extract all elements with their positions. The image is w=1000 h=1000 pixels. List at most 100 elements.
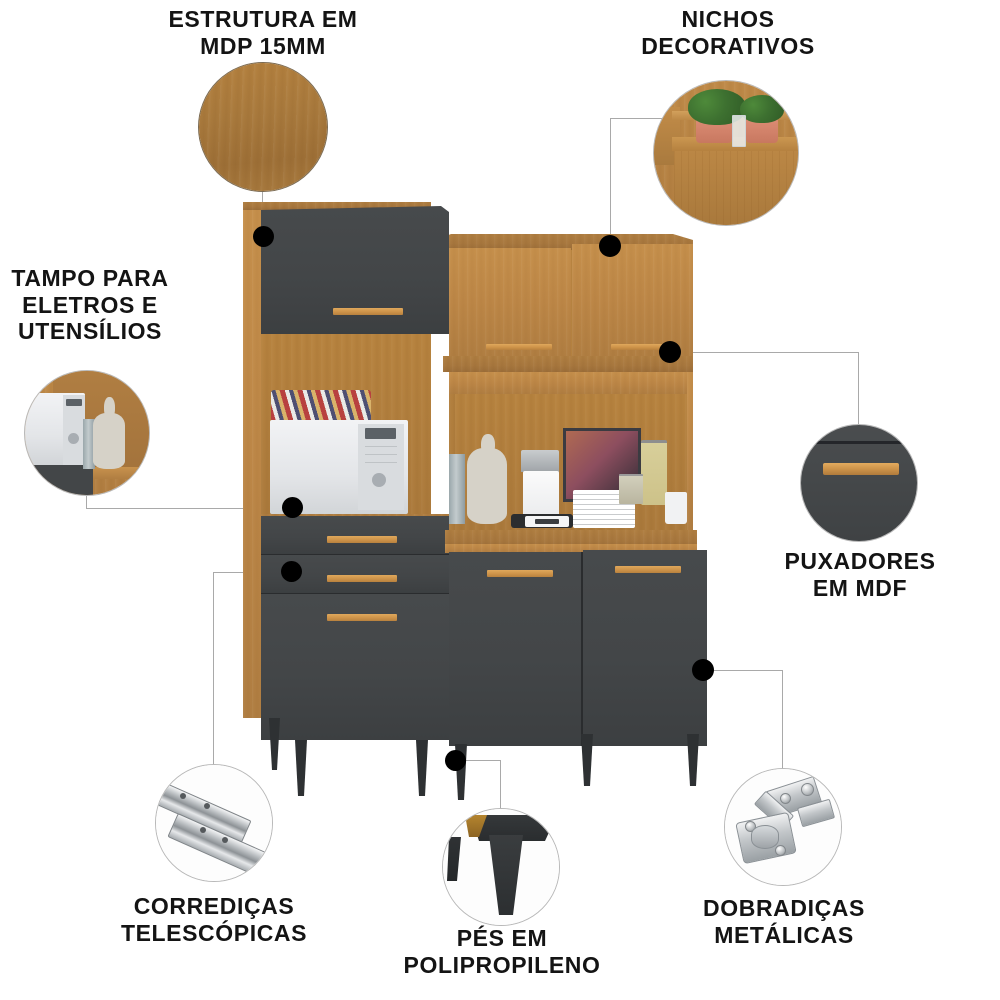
- connector-puxadores-v: [858, 352, 859, 426]
- dot-nichos: [599, 235, 621, 257]
- callout-circle-tampo: [24, 370, 150, 496]
- label-pes: PÉS EM POLIPROPILENO: [403, 925, 601, 978]
- tampo-cutting-board-icon: [93, 413, 125, 469]
- cutting-board-icon: [467, 448, 507, 524]
- hinge-screw-1: [801, 783, 814, 796]
- leg-secondary: [447, 837, 461, 881]
- lower-center-door-handle[interactable]: [487, 570, 553, 577]
- tampo-dark-base: [33, 465, 93, 495]
- callout-circle-pes: [442, 808, 560, 926]
- connector-puxadores-h: [670, 352, 858, 353]
- label-estrutura: ESTRUTURA EM MDP 15MM: [168, 6, 358, 59]
- lower-left-door-handle[interactable]: [327, 614, 397, 621]
- countertop-edge: [445, 544, 697, 553]
- connector-tampo-v: [86, 486, 87, 508]
- hinge-screw-4: [775, 845, 786, 856]
- connector-dobradicas-h: [703, 670, 783, 671]
- folded-towels: [271, 390, 371, 422]
- kettle-body-icon: [523, 471, 559, 517]
- wood-swatch-icon: [199, 63, 327, 191]
- connector-corredicas-v: [213, 572, 214, 765]
- niche-lower-back: [674, 151, 798, 225]
- rail-hole-3: [200, 827, 206, 833]
- drawer-1-handle[interactable]: [327, 536, 397, 543]
- label-nichos: NICHOS DECORATIVOS: [641, 6, 815, 59]
- leg-6: [687, 734, 699, 786]
- callout-circle-estrutura: [198, 62, 328, 192]
- kettle-base-display: [535, 519, 559, 524]
- callout-circle-puxadores: [800, 424, 918, 542]
- drawer-1[interactable]: [261, 516, 449, 554]
- leg-1: [269, 718, 280, 770]
- lower-right-door-handle[interactable]: [615, 566, 681, 573]
- leg-3: [416, 740, 428, 796]
- left-module-side-panel: [243, 202, 261, 718]
- dot-estrutura: [253, 226, 274, 247]
- canister-icon: [619, 474, 643, 504]
- rail-hole-1: [180, 793, 186, 799]
- label-dobradicas: DOBRADIÇAS METÁLICAS: [703, 895, 865, 948]
- cutting-board-handle: [481, 434, 495, 456]
- lower-center-door[interactable]: [449, 552, 581, 746]
- handle-icon: [801, 425, 917, 541]
- leg-2: [295, 740, 307, 796]
- drawer-seam-1: [261, 554, 449, 555]
- niche-right-side: [687, 372, 693, 536]
- dot-corredicas: [281, 561, 302, 582]
- tampo-board-handle: [104, 397, 115, 419]
- tampo-microwave-knob: [68, 433, 79, 444]
- dot-dobradicas: [692, 659, 714, 681]
- lower-door-seam: [581, 552, 583, 746]
- niche-books: [449, 454, 465, 524]
- connector-tampo-h: [86, 508, 293, 509]
- drawer-seam-2: [261, 593, 449, 594]
- callout-circle-corredicas: [155, 764, 273, 882]
- upper-left-door-handle[interactable]: [333, 308, 403, 315]
- upper-right-door-b-handle[interactable]: [611, 344, 677, 350]
- microwave-knob: [372, 473, 386, 487]
- puxadores-handle-bar: [823, 463, 899, 475]
- callout-circle-nichos: [653, 80, 799, 226]
- hinge-cup: [751, 825, 779, 849]
- plant-icon-right: [740, 95, 784, 123]
- upper-right-door-b[interactable]: [572, 244, 693, 358]
- kettle-top: [521, 450, 559, 472]
- dot-pes: [445, 750, 466, 771]
- label-puxadores: PUXADORES EM MDF: [784, 548, 936, 601]
- microwave-seam: [365, 446, 397, 447]
- plant-pot-right: [746, 119, 778, 143]
- rail-hole-2: [204, 803, 210, 809]
- microwave-seam-3: [365, 462, 397, 463]
- product-illustration: [243, 196, 711, 800]
- lower-right-door[interactable]: [583, 550, 707, 746]
- tampo-books: [83, 419, 95, 469]
- callout-circle-dobradicas: [724, 768, 842, 886]
- spice-jar-icon: [732, 115, 746, 147]
- tampo-microwave-panel: [63, 395, 85, 465]
- microwave-display: [365, 428, 396, 439]
- niche-valance: [449, 372, 693, 394]
- upper-shelf-board: [443, 356, 693, 372]
- dot-tampo: [282, 497, 303, 518]
- leg-5: [581, 734, 593, 786]
- connector-nichos-h: [610, 118, 668, 119]
- dot-puxadores: [659, 341, 681, 363]
- drawer-2-handle[interactable]: [327, 575, 397, 582]
- rail-hole-4: [222, 837, 228, 843]
- puxadores-top-seam: [801, 441, 917, 444]
- connector-pes-h: [455, 760, 501, 761]
- connector-pes-v: [500, 760, 501, 809]
- connector-nichos-v: [610, 118, 611, 246]
- label-tampo: TAMPO PARA ELETROS E UTENSÍLIOS: [11, 265, 169, 345]
- upper-right-door-a[interactable]: [449, 248, 571, 358]
- left-module-top: [243, 202, 431, 210]
- utensil-holder-icon: [665, 492, 687, 524]
- label-corredicas: CORREDIÇAS TELESCÓPICAS: [120, 893, 308, 946]
- upper-right-door-a-handle[interactable]: [486, 344, 552, 350]
- microwave-seam-2: [365, 454, 397, 455]
- tampo-microwave-display: [66, 399, 82, 406]
- connector-dobradicas-v: [782, 670, 783, 770]
- pasta-jar-icon: [641, 440, 667, 505]
- hinge-screw-2: [780, 793, 791, 804]
